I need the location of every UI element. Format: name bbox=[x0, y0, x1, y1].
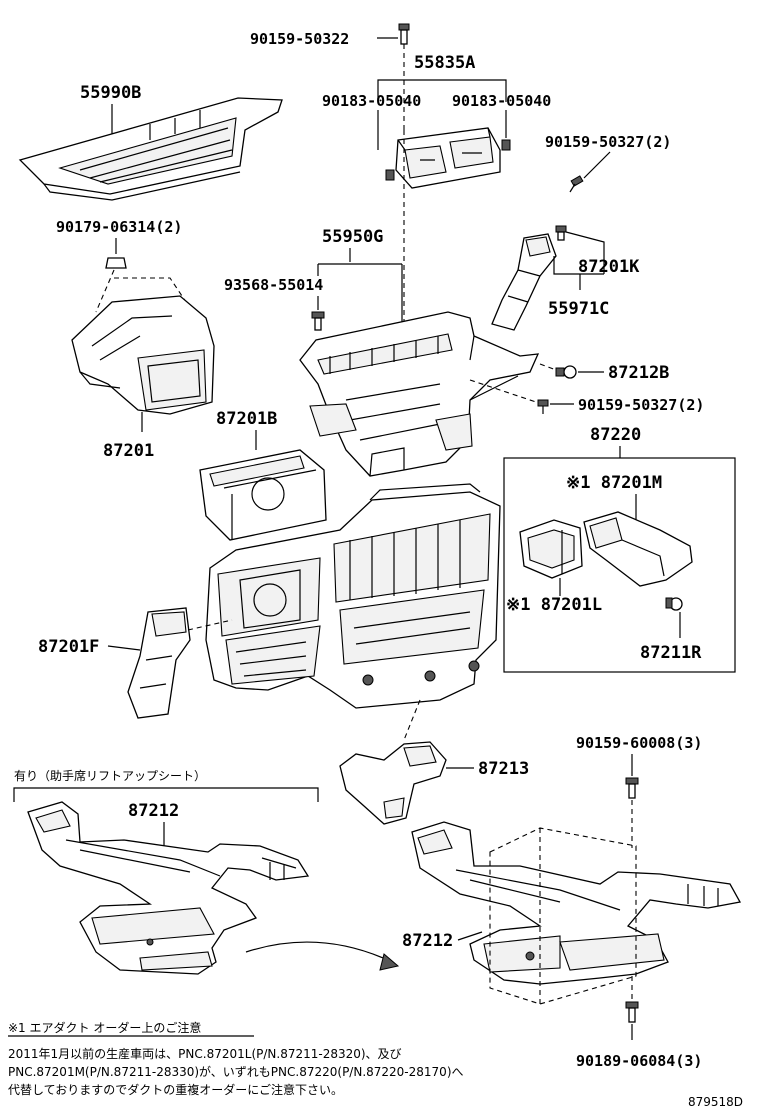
label-90189-06084: 90189-06084(3) bbox=[576, 1052, 702, 1070]
part-87201M-duct bbox=[583, 511, 693, 587]
label-87201: 87201 bbox=[103, 441, 154, 461]
label-55971C: 55971C bbox=[548, 299, 609, 319]
diagram-id: 879518D bbox=[688, 1095, 743, 1109]
label-87213: 87213 bbox=[478, 759, 529, 779]
part-87201-duct bbox=[71, 295, 215, 415]
part-55990B-panel bbox=[18, 97, 283, 201]
part-90159-60008-bolt bbox=[625, 777, 639, 799]
part-hvac-unit bbox=[205, 483, 501, 709]
option-bracket bbox=[13, 787, 319, 802]
part-87213-duct bbox=[339, 741, 447, 825]
label-87201L: ※1 87201L bbox=[506, 595, 602, 615]
label-90179-06314: 90179-06314(2) bbox=[56, 218, 182, 236]
part-87211R-clip bbox=[665, 597, 683, 611]
label-55950G: 55950G bbox=[322, 227, 383, 247]
label-87212B: 87212B bbox=[608, 363, 669, 383]
part-87212-left-duct bbox=[27, 801, 310, 975]
label-87201M: ※1 87201M bbox=[566, 473, 662, 493]
label-90159-50327-top: 90159-50327(2) bbox=[545, 133, 671, 151]
label-55990B: 55990B bbox=[80, 83, 141, 103]
note-line-3: 代替しておりますのでダクトの重複オーダーにご注意下さい。 bbox=[8, 1082, 343, 1097]
label-93568-55014: 93568-55014 bbox=[224, 276, 323, 294]
part-90159-50327-screw-mid bbox=[537, 399, 549, 414]
part-90159-50322 bbox=[377, 23, 410, 130]
note-title: ※1 エアダクト オーダー上のご注意 bbox=[8, 1020, 201, 1035]
label-87212-right: 87212 bbox=[402, 931, 453, 951]
label-90159-60008: 90159-60008(3) bbox=[576, 734, 702, 752]
part-87212B-clip bbox=[555, 365, 577, 379]
part-87212-right-duct bbox=[411, 821, 742, 985]
box-87220 bbox=[503, 457, 736, 673]
arrow-curve bbox=[245, 941, 393, 963]
part-55835A-nozzle bbox=[385, 127, 511, 189]
label-90183-05040-b: 90183-05040 bbox=[452, 92, 551, 110]
part-90159-50327-screw-top bbox=[569, 175, 584, 193]
label-90159-50327-mid: 90159-50327(2) bbox=[578, 396, 704, 414]
part-87201K-clip bbox=[555, 225, 567, 241]
note-line-1: 2011年1月以前の生産車両は、PNC.87201L(P/N.87211-283… bbox=[8, 1046, 402, 1061]
label-87220: 87220 bbox=[590, 425, 641, 445]
part-90179-06314-clip bbox=[105, 257, 127, 269]
label-90159-50322: 90159-50322 bbox=[250, 30, 349, 48]
part-55971C-duct bbox=[491, 233, 557, 331]
label-87211R: 87211R bbox=[640, 643, 702, 663]
part-87201L-duct bbox=[519, 519, 583, 579]
label-87201B: 87201B bbox=[216, 409, 277, 429]
label-87201F: 87201F bbox=[38, 637, 99, 657]
part-87201F-duct bbox=[127, 607, 191, 719]
label-90183-05040-a: 90183-05040 bbox=[322, 92, 421, 110]
label-87212-left: 87212 bbox=[128, 801, 179, 821]
option-header: 有り（助手席リフトアップシート） bbox=[14, 768, 206, 783]
bracket-55835A bbox=[377, 79, 507, 102]
label-87201K: 87201K bbox=[578, 257, 640, 277]
part-93568-55014-screw bbox=[311, 311, 325, 331]
label-55835A: 55835A bbox=[414, 53, 475, 73]
arrow-head bbox=[379, 953, 400, 971]
part-87201B-duct bbox=[199, 449, 327, 541]
part-90189-06084-bolt bbox=[625, 1001, 639, 1023]
note-line-2: PNC.87201M(P/N.87211-28330)が、いずれもPNC.872… bbox=[8, 1064, 464, 1079]
part-55950G-duct bbox=[299, 311, 540, 477]
